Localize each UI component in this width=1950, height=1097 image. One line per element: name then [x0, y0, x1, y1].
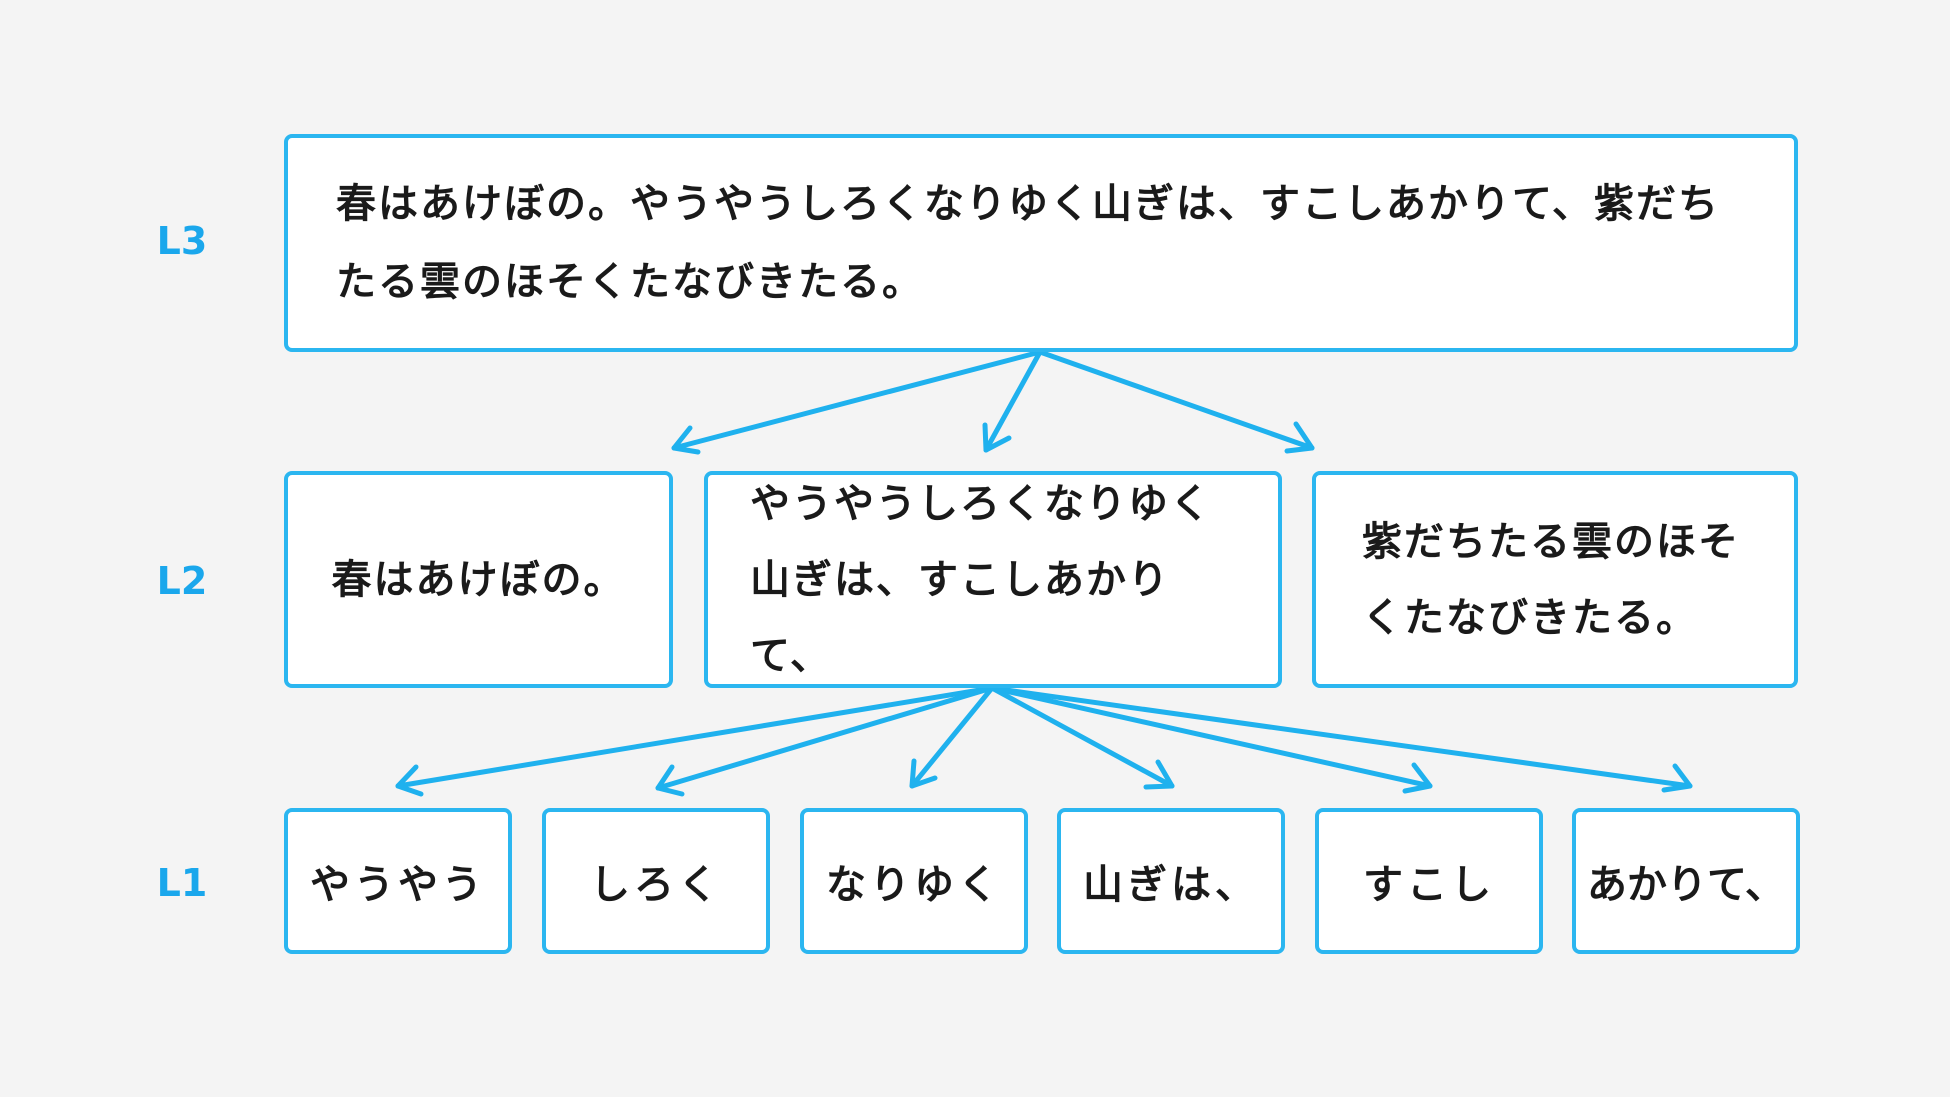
l1-box-1: やうやう: [284, 808, 512, 954]
l1-text-3: なりゆく: [826, 862, 1002, 908]
l1-box-5: すこし: [1315, 808, 1543, 954]
arrowhead-l2-to-l1-1: [395, 764, 424, 797]
arrowhead-l2-to-l1-2: [655, 764, 685, 797]
arrow-l2-to-l1-5: [989, 685, 1433, 789]
arrow-l3-to-l2-right: [1037, 349, 1315, 451]
arrowhead-l3-to-l2-right: [1284, 421, 1315, 454]
arrowhead-l3-to-l2-center: [982, 422, 1012, 453]
level-label-l1: L1: [156, 861, 208, 905]
arrow-l2-to-l1-4: [989, 685, 1175, 789]
arrow-l2-to-l1-2: [655, 685, 995, 791]
arrowhead-l3-to-l2-left: [671, 425, 701, 455]
level-label-l3: L3: [156, 219, 208, 263]
arrowhead-l2-to-l1-4: [1143, 759, 1175, 790]
l2-text-1: 春はあけぼの。: [331, 556, 626, 603]
l1-box-3: なりゆく: [800, 808, 1028, 954]
l2-text-3: 紫だちたる雲のほそくたなびきたる。: [1362, 518, 1740, 641]
arrowhead-l2-to-l1-6: [1661, 763, 1693, 793]
arrow-l2-to-l1-6: [989, 685, 1693, 789]
l1-text-2: しろく: [590, 862, 722, 908]
l3-box: 春はあけぼの。やうやうしろくなりゆく山ぎは、すこしあかりて、紫だちたる雲のほそく…: [284, 134, 1798, 352]
arrow-l2-to-l1-3: [909, 685, 995, 789]
level-label-l2: L2: [156, 559, 208, 603]
l1-box-4: 山ぎは、: [1057, 808, 1285, 954]
l1-box-6: あかりて、: [1572, 808, 1800, 954]
l3-text: 春はあけぼの。やうやうしろくなりゆく山ぎは、すこしあかりて、紫だちたる雲のほそく…: [336, 181, 1720, 305]
l1-box-2: しろく: [542, 808, 770, 954]
l1-text-4: 山ぎは、: [1083, 862, 1259, 908]
arrowhead-l2-to-l1-5: [1402, 762, 1433, 794]
l2-box-3: 紫だちたる雲のほそくたなびきたる。: [1312, 471, 1798, 688]
arrow-l3-to-l2-left: [671, 349, 1043, 451]
l1-text-1: やうやう: [310, 862, 486, 908]
l2-box-2: やうやうしろくなりゆく山ぎは、すこしあかりて、: [704, 471, 1282, 688]
arrow-l3-to-l2-center: [983, 349, 1043, 453]
arrow-l2-to-l1-1: [395, 685, 995, 789]
l1-text-5: すこし: [1363, 862, 1495, 908]
l2-box-1: 春はあけぼの。: [284, 471, 673, 688]
l2-text-2: やうやうしろくなりゆく山ぎは、すこしあかりて、: [750, 480, 1212, 679]
arrowhead-l2-to-l1-3: [909, 758, 938, 789]
l1-text-6: あかりて、: [1587, 862, 1785, 908]
